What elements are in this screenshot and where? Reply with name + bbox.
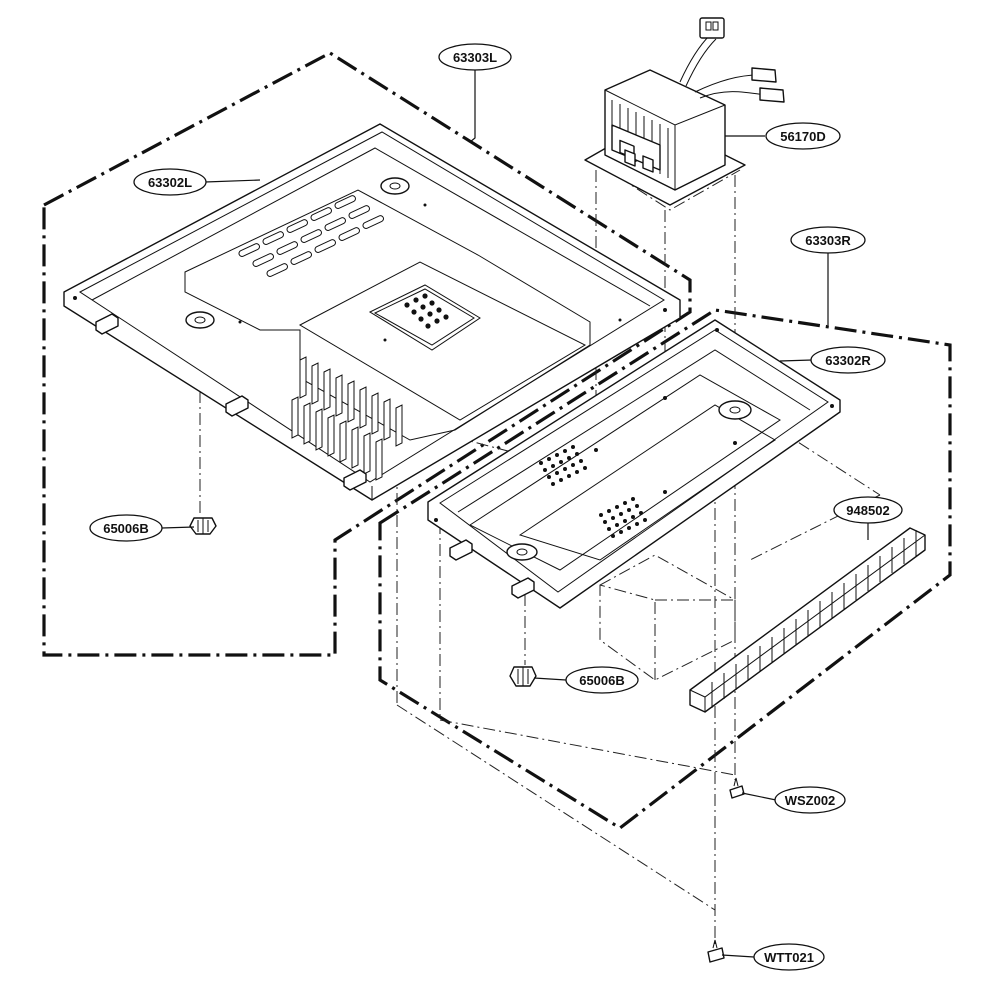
callout-948502: 948502 [833,496,903,524]
part-label-63303R: 63303R [805,233,851,248]
foot-left [189,517,217,535]
callout-63302R: 63302R [810,346,886,374]
callout-63303R: 63303R [790,226,866,254]
callout-63303L: 63303L [438,43,512,71]
part-label-WTT021: WTT021 [764,950,814,965]
callout-63302L: 63302L [133,168,207,196]
left-assembly-boundary [42,51,692,657]
right-base-panel [427,319,841,609]
callout-56170D: 56170D [765,122,841,150]
part-label-63303L: 63303L [453,50,497,65]
part-label-63302R: 63302R [825,353,871,368]
part-label-63302L: 63302L [148,175,192,190]
foot-right [509,666,537,687]
callout-WSZ002: WSZ002 [774,786,846,814]
part-label-56170D: 56170D [780,129,826,144]
transformer-assembly [584,17,785,206]
callout-WTT021: WTT021 [753,943,825,971]
part-label-WSZ002: WSZ002 [785,793,836,808]
callout-65006B-right: 65006B [565,666,639,694]
leader-lines [161,70,869,958]
part-label-65006B-left: 65006B [103,521,149,536]
part-label-948502: 948502 [846,503,889,518]
right-assembly-boundary [378,308,952,830]
screw-wsz002 [729,777,745,799]
rubber-strip-part [689,527,926,713]
part-label-65006B-right: 65006B [579,673,625,688]
callout-65006B-left: 65006B [89,514,163,542]
left-base-panel [63,123,681,501]
screw-wtt021 [707,939,725,963]
